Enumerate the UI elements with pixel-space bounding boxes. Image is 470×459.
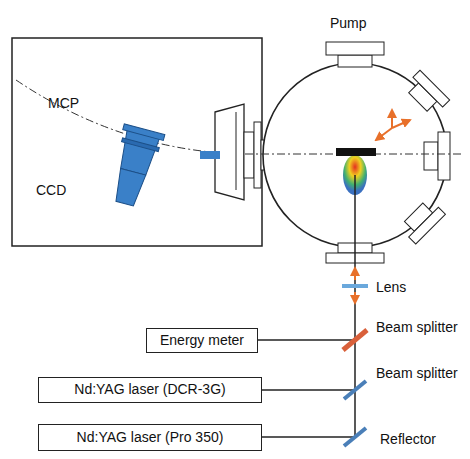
box-label: Nd:YAG laser (DCR-3G) <box>74 382 225 397</box>
laser-box: Nd:YAG laser (Pro 350) <box>38 424 262 451</box>
box-label: Nd:YAG laser (Pro 350) <box>77 430 224 445</box>
part-label: Reflector <box>380 432 436 447</box>
energy-meter-box: Energy meter <box>146 328 258 353</box>
part-label: MCP <box>48 96 79 111</box>
part-label: Beam splitter <box>376 320 458 335</box>
laser-box: Nd:YAG laser (DCR-3G) <box>38 377 262 403</box>
part-label: Beam splitter <box>376 366 458 381</box>
part-label: Lens <box>376 280 406 295</box>
part-label: CCD <box>36 183 66 198</box>
box-label: Energy meter <box>160 333 244 348</box>
part-label: Pump <box>330 16 367 31</box>
